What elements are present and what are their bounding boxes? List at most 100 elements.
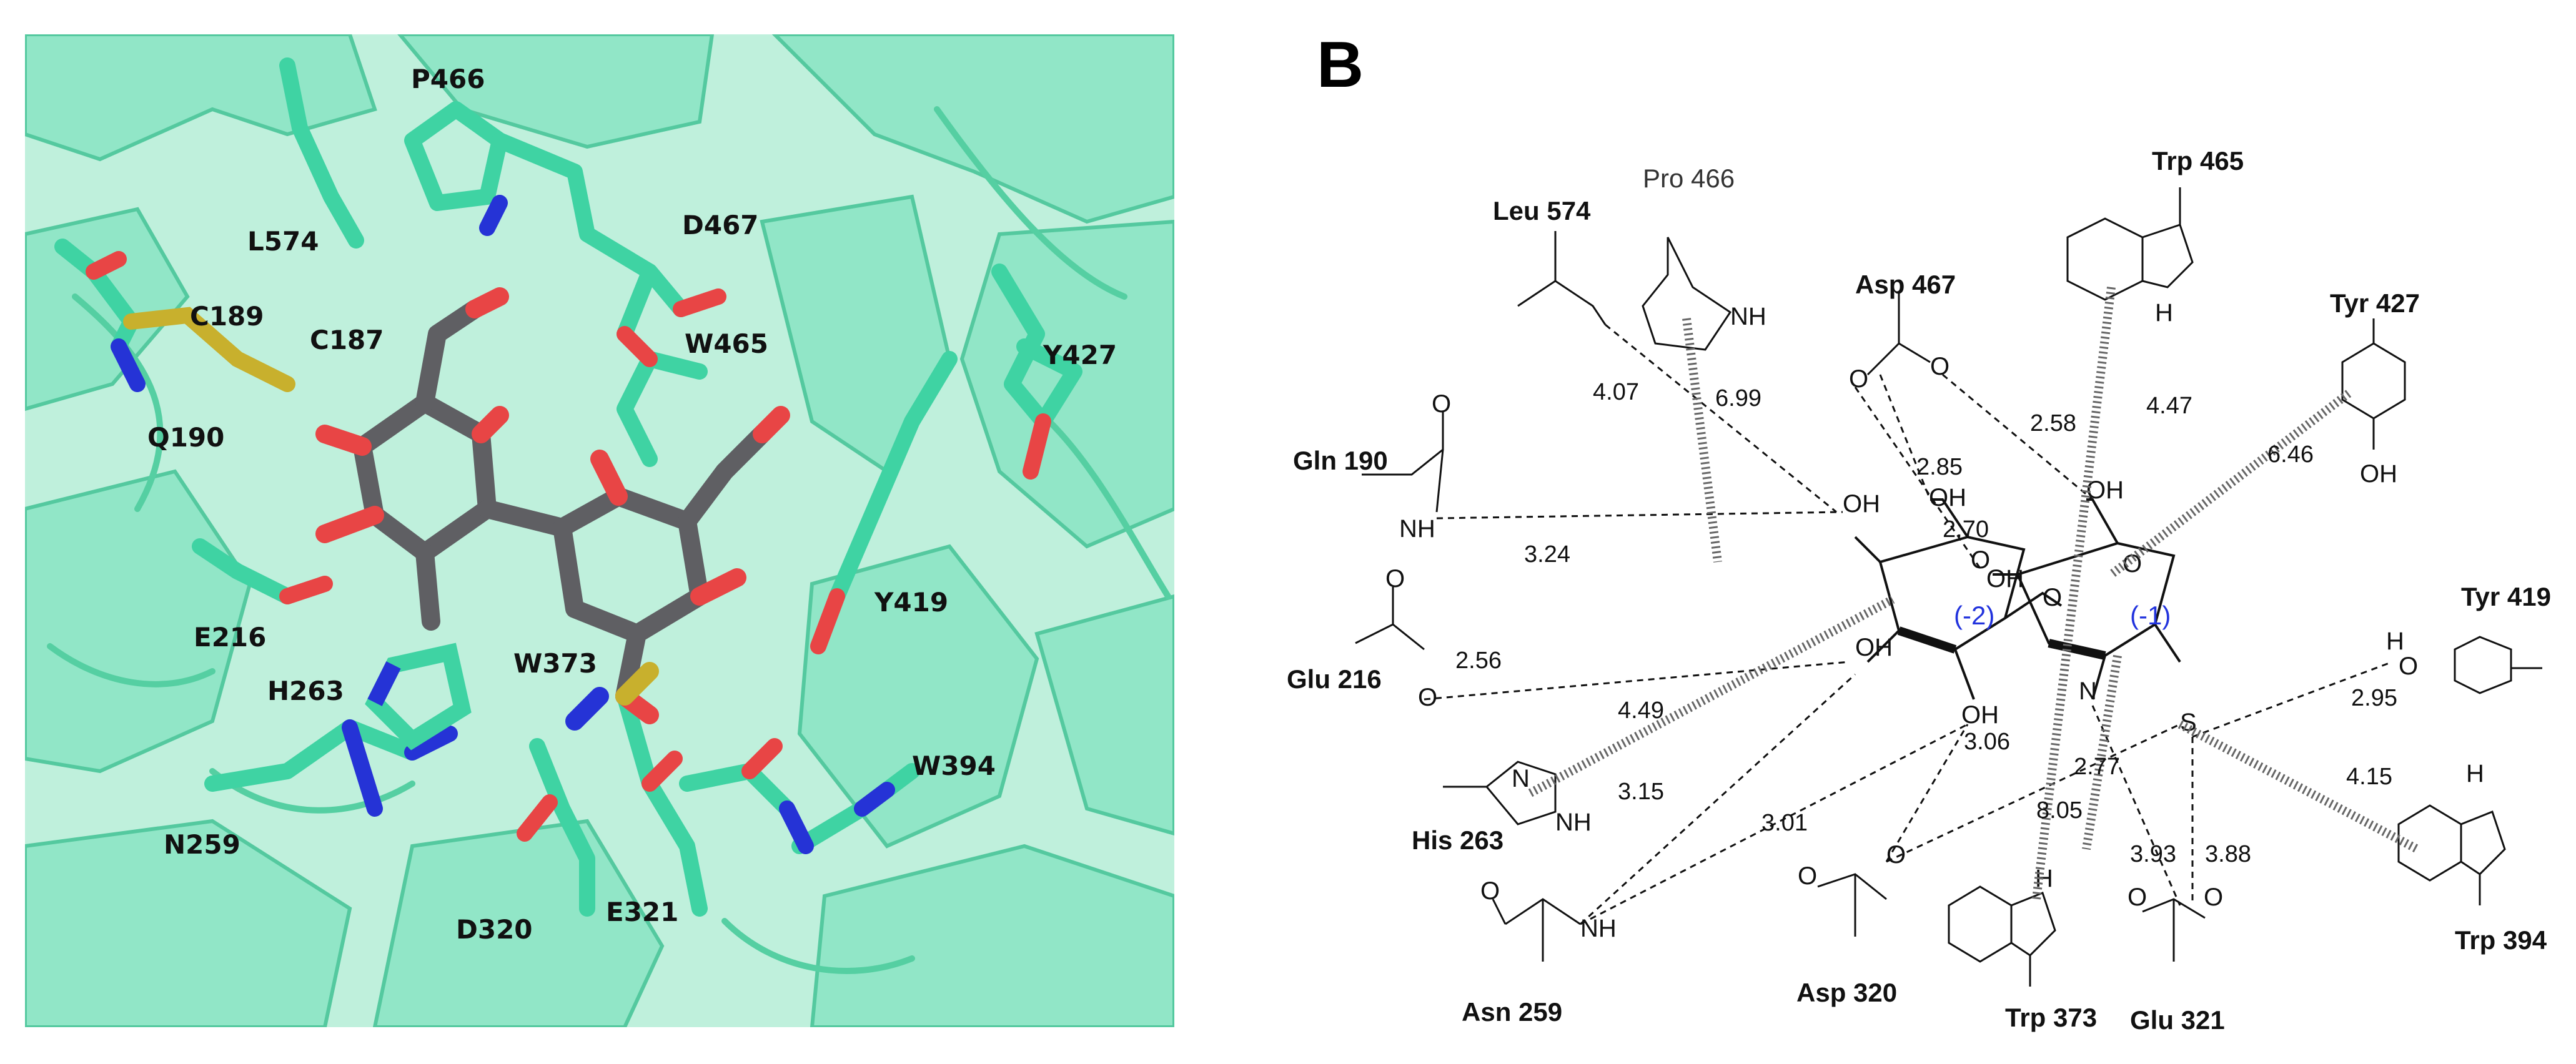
res-trp373: Trp 373 [2005,1003,2097,1032]
res-his263: His 263 [1412,825,1503,855]
res-leu574: Leu 574 [1493,196,1591,225]
dist-285: 2.85 [1916,454,1963,480]
dist-646: 6.46 [2267,441,2314,468]
label-e321: E321 [606,897,678,927]
sugar-oh-3: OH [1855,634,1893,661]
dist-805: 8.05 [2036,797,2083,824]
asp320-struct [1817,873,1887,937]
label-w373: W373 [513,648,597,679]
dist-270: 2.70 [1943,516,1989,543]
dist-393: 3.93 [2130,841,2176,867]
tyr419-ring [2454,636,2542,694]
label-y419: Y419 [874,587,948,618]
trp373-ring [1948,885,2056,987]
dist-324: 3.24 [1524,541,1570,568]
protein-loops [47,106,1171,974]
dist-277: 2.77 [2074,754,2120,780]
label-n259: N259 [164,829,240,860]
glu321-o1: O [2128,884,2147,911]
his-nitrogen [367,661,401,706]
gln190-o: O [1432,390,1451,418]
res-trp465: Trp 465 [2152,146,2244,175]
gln190-nh2: NH [1399,515,1435,543]
asn259-o: O [1480,877,1500,905]
sugar-n: N [2079,677,2097,705]
dist-415: 4.15 [2346,764,2392,790]
leu574-struct [1517,231,1607,325]
dist-306: 3.06 [1964,729,2010,755]
glu216-struct [1355,587,1425,651]
res-gln190: Gln 190 [1293,446,1388,475]
trp394-ring [2397,804,2506,905]
ligand-nitrogen [565,687,609,731]
glu216-o2: O [1418,684,1437,711]
disulfide-bond [123,307,295,392]
res-tyr427: Tyr 427 [2330,288,2420,318]
interaction-diagram: Leu 574 Pro 466 NH Asp 467 O O Trp 465 H… [1287,146,2551,1035]
label-h263: H263 [267,676,344,706]
res-glu216: Glu 216 [1287,664,1382,694]
his263-ring [1443,761,1557,825]
trp465-ring [2066,187,2194,301]
dist-447: 4.47 [2146,393,2192,419]
asp467-o1: O [1849,365,1868,393]
label-c187: C187 [310,325,384,355]
subsite-minus1: (-1) [2130,601,2171,630]
res-tyr419: Tyr 419 [2461,582,2551,611]
hydrogen-bonds [1424,323,2393,925]
label-d467: D467 [682,210,759,240]
sugar-o-ring-1: O [1971,546,1990,574]
ligand-sulfur [615,662,659,706]
label-w394: W394 [912,751,996,781]
dist-301: 3.01 [1761,810,1808,836]
panel-a-structure: P466 L574 D467 C189 C187 W465 Y427 Q190 … [25,34,1174,1027]
label-w465: W465 [685,328,768,359]
subsite-minus2: (-2) [1954,601,1994,630]
panel-b-schematic: Leu 574 Pro 466 NH Asp 467 O O Trp 465 H… [1256,25,2567,1055]
label-c189: C189 [190,301,264,332]
res-asp467: Asp 467 [1855,270,1956,299]
label-q190: Q190 [147,422,224,453]
structure-render: P466 L574 D467 C189 C187 W465 Y427 Q190 … [25,34,1174,1027]
dist-256: 2.56 [1455,648,1502,674]
tyr427-oh: OH [2360,460,2397,488]
dist-295: 2.95 [2351,685,2397,711]
res-asn259: Asn 259 [1462,997,1562,1027]
res-asp320: Asp 320 [1796,978,1897,1007]
tyr419-o: O [2399,653,2418,680]
protein-cartoon [25,34,1174,1027]
label-p466: P466 [411,64,485,94]
panel-b-letter: B [1317,29,1364,101]
sugar-ring-minus2 [1854,498,2026,700]
dist-258: 2.58 [2030,410,2076,436]
tyr427-ring [2341,318,2406,450]
dist-699: 6.99 [1715,385,1761,411]
dist-315: 3.15 [1618,779,1664,805]
asp467-struct [1866,293,1931,376]
dist-449: 4.49 [1618,697,1664,724]
dist-407: 4.07 [1593,379,1639,405]
asp320-o1: O [1798,862,1817,890]
his263-nh: NH [1555,809,1592,836]
sugar-oh-4: OH [1961,701,1999,729]
sugar-ring-minus1 [1993,498,2181,700]
his263-n: N [1512,765,1530,792]
label-l574: L574 [247,226,319,257]
res-glu321: Glu 321 [2130,1005,2225,1035]
pro466-ring [1642,237,1732,351]
glu321-struct [2142,898,2206,962]
trp465-h: H [2155,299,2173,327]
label-d320: D320 [456,914,533,945]
dist-388: 3.88 [2205,841,2251,867]
sugar-oh-2: OH [1929,484,1966,511]
sugar-ho: OH [1986,565,2024,593]
stacking-interactions [1528,287,2420,900]
glu216-o1: O [1385,565,1405,593]
sugar-oh-1: OH [1843,490,1880,518]
label-y427: Y427 [1043,340,1117,370]
asp320-o2: O [1886,841,1906,869]
heteroatom-sticks [86,195,1051,854]
pro466-nh: NH [1730,303,1766,330]
asn259-nh2: NH [1580,915,1617,942]
tyr419-h: H [2386,628,2404,655]
